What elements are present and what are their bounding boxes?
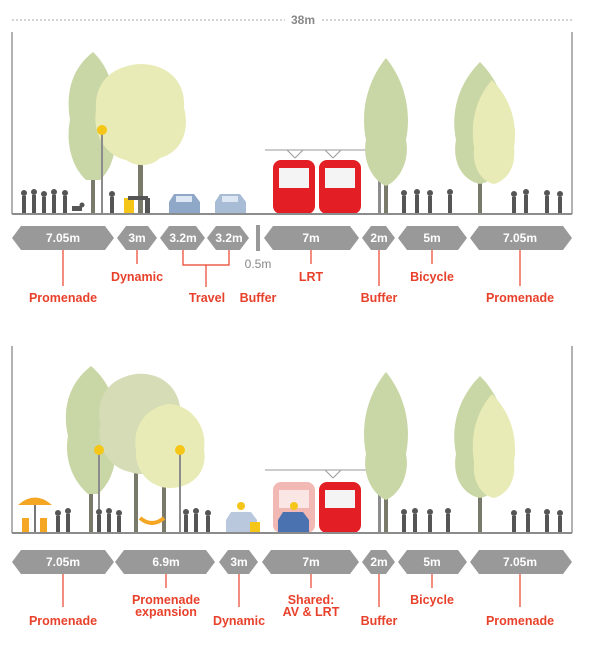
segment-width: 5m xyxy=(423,231,440,245)
lrt-tram xyxy=(265,149,380,214)
buffer-width: 0.5m xyxy=(245,257,272,271)
segment-label: Promenade xyxy=(29,291,97,305)
segment: 3m Dynamic xyxy=(213,550,265,628)
shared-lane-tram xyxy=(265,469,380,533)
pedestrians xyxy=(401,508,563,533)
tree xyxy=(364,372,408,533)
segment-label: Promenade xyxy=(29,614,97,628)
segment-label-line-2: expansion xyxy=(135,605,197,619)
segment-label: Dynamic xyxy=(213,614,265,628)
segment: 6.9m Promenade expansion xyxy=(115,550,215,619)
segment-label: Promenade xyxy=(486,291,554,305)
segment-label: Bicycle xyxy=(410,270,454,284)
segment-width: 6.9m xyxy=(152,555,179,569)
segment-label-line-2: AV & LRT xyxy=(283,605,340,619)
segment-label-line-1: Shared: xyxy=(288,593,335,607)
segment: 7.05m Promenade xyxy=(470,550,572,628)
segment: 3m Dynamic xyxy=(111,226,163,284)
segment-label: Bicycle xyxy=(410,593,454,607)
segment: 7.05m Promenade xyxy=(12,226,114,305)
segment-width: 3.2m xyxy=(169,231,196,245)
segment-width: 2m xyxy=(370,555,387,569)
segment-width: 7.05m xyxy=(46,231,80,245)
segment: 3.2m xyxy=(207,226,249,250)
cafe-seating xyxy=(124,196,150,214)
segment-width: 3m xyxy=(128,231,145,245)
segment: 3.2m xyxy=(160,226,205,250)
segment-width: 7.05m xyxy=(503,231,537,245)
tree xyxy=(364,58,408,214)
segment: 7.05m Promenade xyxy=(12,550,114,628)
car xyxy=(215,194,246,214)
segment: 2m Buffer xyxy=(361,550,398,628)
segment-width: 2m xyxy=(370,231,387,245)
segment: 2m Buffer xyxy=(361,226,398,305)
segment-width: 7m xyxy=(302,555,319,569)
section-1-segments: 7.05m Promenade 3m Dynamic 3.2m 3.2m Tra… xyxy=(12,225,572,305)
segment: 7m LRT xyxy=(264,226,359,284)
umbrella xyxy=(18,497,52,533)
section-2-illustration xyxy=(11,346,573,534)
tree xyxy=(454,376,516,533)
tree xyxy=(135,404,205,533)
travel-label: Travel xyxy=(189,291,225,305)
segment-label: Dynamic xyxy=(111,270,163,284)
segment-label: Buffer xyxy=(361,291,398,305)
pedestrians xyxy=(55,508,211,533)
pedestrians xyxy=(401,189,563,214)
segment-label: LRT xyxy=(299,270,324,284)
segment: 7.05m Promenade xyxy=(470,226,572,305)
buffer-label: Buffer xyxy=(240,291,277,305)
section-1-illustration xyxy=(11,32,573,215)
section-2-segments: 7.05m Promenade 6.9m Promenade expansion… xyxy=(12,550,572,628)
travel-bracket: Travel xyxy=(182,250,230,305)
overall-dimension: 38m xyxy=(12,13,572,27)
segment-width: 7.05m xyxy=(503,555,537,569)
tree xyxy=(95,64,186,214)
buffer-marker: 0.5m Buffer xyxy=(240,225,277,305)
autonomous-vehicle xyxy=(226,502,260,533)
segment-width: 5m xyxy=(423,555,440,569)
segment: 5m Bicycle xyxy=(398,550,467,607)
segment-width: 7m xyxy=(302,231,319,245)
segment-width: 3m xyxy=(230,555,247,569)
segment-label-line-1: Promenade xyxy=(132,593,200,607)
car xyxy=(169,194,200,214)
segment-width: 3.2m xyxy=(215,231,242,245)
tree xyxy=(454,62,516,214)
segment-label: Promenade xyxy=(486,614,554,628)
hammock xyxy=(138,516,166,525)
segment: 7m Shared: AV & LRT xyxy=(262,550,359,619)
street-lamp xyxy=(97,125,107,214)
segment-width: 7.05m xyxy=(46,555,80,569)
overall-width-label: 38m xyxy=(291,13,315,27)
segment: 5m Bicycle xyxy=(398,226,467,284)
pedestrians xyxy=(21,189,115,214)
street-lamp xyxy=(94,445,185,533)
segment-label: Buffer xyxy=(361,614,398,628)
